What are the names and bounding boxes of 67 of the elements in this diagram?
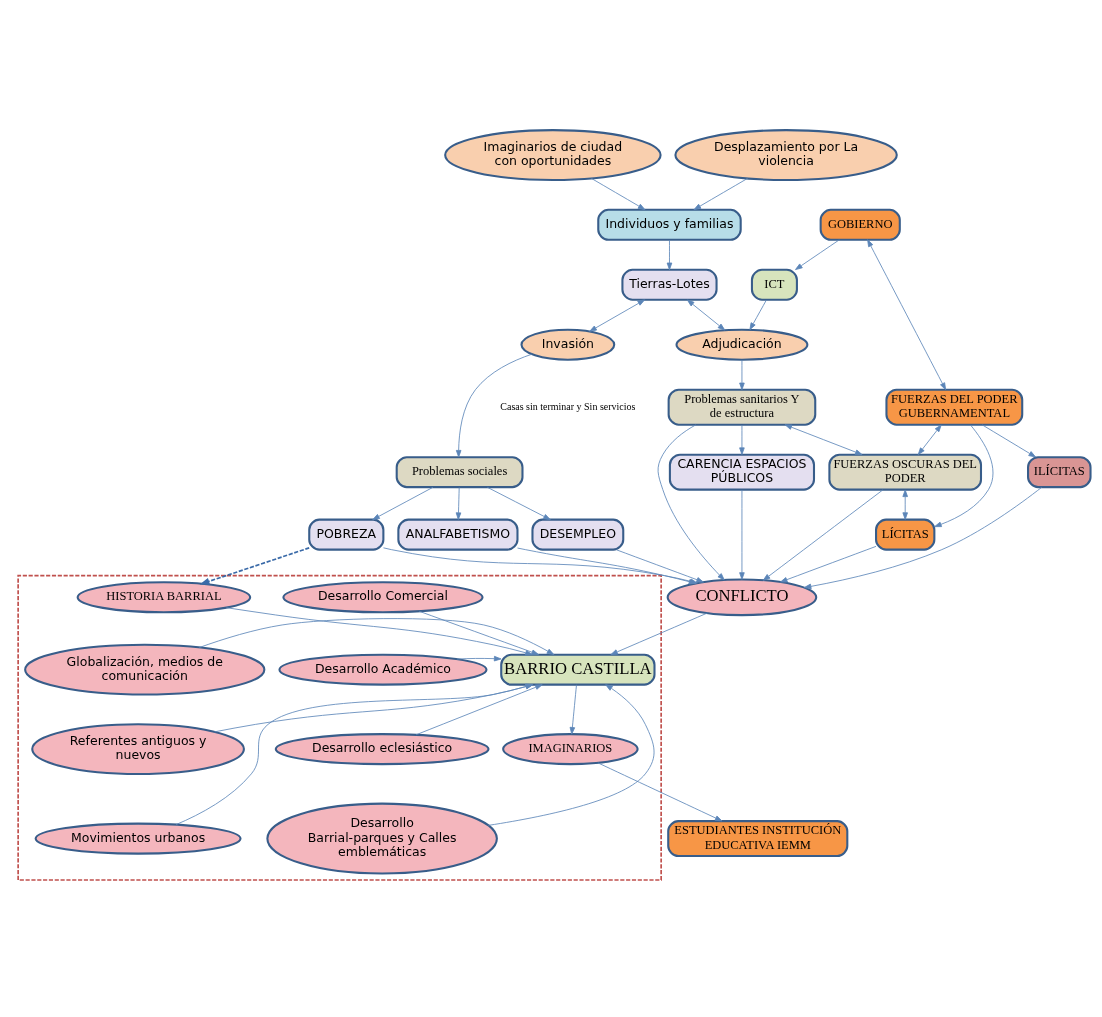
node-box: LÍCITAS [875, 518, 936, 551]
node-box: POBREZA [308, 518, 385, 551]
arrow [687, 299, 726, 331]
arrow [666, 239, 673, 271]
arrow [803, 486, 1043, 590]
node-box: ESTUDIANTES INSTITUCIÓN EDUCATIVA IEMM [667, 820, 849, 858]
node-ellipse: Referentes antiguos y nuevos [31, 723, 245, 776]
arrow [739, 489, 745, 580]
node-box: ANALFABETISMO [397, 518, 519, 551]
arrow [917, 424, 942, 455]
node-box: Tierras-Lotes [621, 268, 718, 301]
arrow [569, 684, 577, 735]
node-ellipse: Movimientos urbanos [34, 822, 242, 855]
label: Casas sin terminar y Sin servicios [500, 400, 636, 412]
arrow [415, 684, 543, 736]
node-ellipse: Globalización, medios de comunicación [24, 643, 266, 696]
arrow [762, 489, 884, 581]
arrow [199, 547, 310, 585]
node-ellipse: Invasión [520, 328, 616, 361]
arrow [226, 607, 533, 656]
node-box: DESEMPLEO [531, 518, 625, 551]
node-ellipse: Desarrollo eclesiástico [274, 733, 490, 766]
node-ellipse: IMAGINARIOS [502, 733, 639, 766]
cluster [17, 574, 662, 881]
arrow [590, 177, 646, 211]
arrow [455, 487, 462, 520]
node-box: ILÍCITAS [1027, 456, 1092, 489]
node-box: BARRIO CASTILLA [500, 653, 656, 686]
arrow [589, 299, 646, 332]
arrow [867, 239, 947, 391]
node-box: ICT [750, 268, 798, 301]
arrow [693, 177, 748, 211]
arrow [487, 684, 655, 826]
node-ellipse: Desplazamiento por La violencia [674, 129, 898, 181]
node-box: Problemas sanitarios Y de estructura [667, 388, 817, 426]
arrow [657, 424, 725, 581]
node-ellipse: Desarrollo Barrial-parques y Calles emblemáticas [266, 802, 498, 875]
arrow [610, 612, 708, 656]
arrow [739, 424, 745, 455]
arrow [981, 424, 1036, 458]
arrow [213, 683, 534, 733]
node-ellipse: Desarrollo Académico [278, 653, 488, 686]
node-box: GOBIERNO [819, 208, 901, 241]
arrow [795, 239, 840, 270]
arrow [418, 610, 539, 655]
node-ellipse: Adjudicación [675, 328, 809, 361]
node-ellipse: Imaginarios de ciudad con oportunidades [444, 129, 662, 181]
node-ellipse: HISTORIA BARRIAL [76, 581, 252, 614]
arrow [486, 486, 551, 521]
arrow [372, 486, 434, 521]
node-ellipse: Desarrollo Comercial [282, 581, 484, 614]
arrow [934, 424, 994, 528]
arrow [902, 489, 908, 520]
node-box: Individuos y familias [597, 208, 742, 241]
arrow [739, 359, 745, 391]
arrow [175, 683, 533, 826]
arrow [784, 424, 863, 456]
arrow [456, 655, 502, 662]
arrow [455, 353, 533, 458]
node-box: FUERZAS DEL PODER GUBERNAMENTAL [885, 388, 1024, 426]
arrow [597, 762, 723, 822]
node-box: FUERZAS OSCURAS DEL PODER [828, 453, 983, 491]
arrow [198, 618, 555, 655]
arrow [749, 299, 767, 331]
node-box: Problemas sociales [395, 456, 524, 489]
node-box: CARENCIA ESPACIOS PÚBLICOS [668, 453, 816, 491]
arrow [780, 545, 877, 583]
